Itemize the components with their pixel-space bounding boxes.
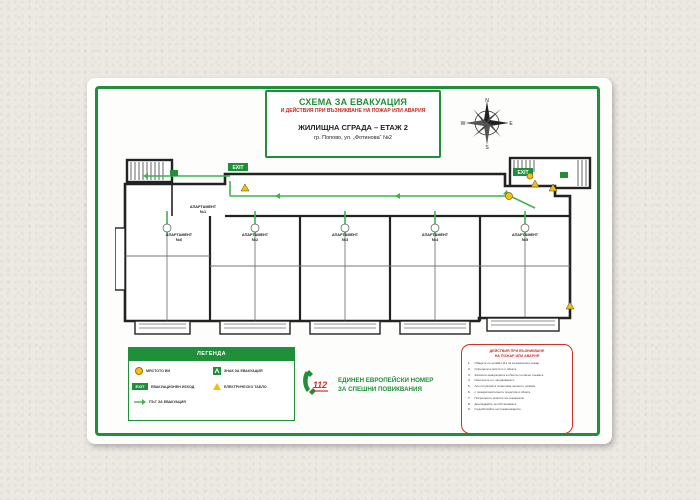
actions-title-line-2: НА ПОЖАР ИЛИ АВАРИЯ [494, 353, 540, 358]
apartment-label: АПАРТАМЕНТ [332, 233, 359, 237]
emergency-number-block: 112 ЕДИНЕН ЕВРОПЕЙСКИ НОМЕР ЗА СПЕШНИ ПО… [300, 368, 440, 402]
warning-icon [548, 183, 558, 192]
phone-112-icon: 112 [303, 370, 328, 395]
green-arrow-icon [134, 399, 146, 405]
legend-item: ПЪТ ЗА ЕВАКУАЦИЯ [134, 399, 186, 405]
you-are-here-icon [135, 367, 143, 375]
legend-item: EXIT ЕВАКУАЦИОНЕН ИЗХОД [132, 383, 194, 390]
list-item: 9.Съдействайте на пожарникарите. [468, 407, 522, 412]
building-address: гр. Попово, ул. „Фотинова“ №2 [314, 135, 392, 141]
svg-text:EXIT: EXIT [232, 165, 243, 171]
apartment-label: АПАРТАМЕНТ [422, 233, 449, 237]
balcony [399, 320, 471, 335]
legend-text: МЯСТОТО ВИ [146, 369, 171, 373]
warning-icon [530, 179, 540, 188]
legend-text: ЕВАКУАЦИОНЕН ИЗХОД [151, 384, 195, 389]
warning-triangle-icon [213, 383, 221, 390]
apartment-number: №2 [252, 238, 258, 242]
warning-icon [240, 183, 250, 192]
actions-title-line-1: ДЕЙСТВИЯ ПРИ ВЪЗНИКВАНЕ [489, 349, 545, 353]
sign-subtitle: И ДЕЙСТВИЯ ПРИ ВЪЗНИКВАНЕ НА ПОЖАР ИЛИ А… [280, 108, 426, 114]
apartment-label: АПАРТАМЕНТ [166, 233, 193, 237]
apartment-number: №4 [432, 238, 439, 242]
emergency-line-2: ЗА СПЕШНИ ПОВИКВАНИЯ [338, 386, 422, 393]
legend-text: ПЪТ ЗА ЕВАКУАЦИЯ [149, 400, 186, 404]
compass-n: N [485, 98, 489, 104]
svg-text:EXIT: EXIT [517, 170, 528, 176]
compass-w: W [461, 121, 466, 127]
exit-sign-west: EXIT [228, 163, 248, 171]
list-item: 6.с пожарогасителните средства в обекта. [468, 389, 531, 394]
emergency-line-1: ЕДИНЕН ЕВРОПЕЙСКИ НОМЕР [338, 377, 434, 384]
list-item: 4.Изключете ел. захранването. [468, 378, 516, 383]
apartment-label: АПАРТАМЕНТ [512, 233, 539, 237]
staircase-west [125, 158, 174, 184]
balcony [219, 320, 291, 335]
exit-sign-icon: EXIT [132, 383, 148, 390]
legend-item: МЯСТОТО ВИ [135, 367, 170, 375]
compass-rose-icon: N E S W [461, 98, 514, 150]
emergency-number: 112 [313, 380, 327, 390]
apartment-number: №3 [342, 238, 348, 242]
actions-list: 1.Обадете се на ЕЕН 112 за възникналия п… [468, 361, 572, 413]
sign-title: СХЕМА ЗА ЕВАКУАЦИЯ [298, 97, 408, 107]
legend-box: ЛЕГЕНДА МЯСТОТО ВИ EXIT ЕВАКУАЦИОНЕН ИЗХ… [128, 347, 295, 421]
apartment-number: №1 [200, 210, 206, 214]
apartment-number: №6 [176, 238, 182, 242]
compass-s: S [485, 145, 489, 150]
you-are-here-icon [505, 192, 513, 200]
legend-item: ЗНАК ЗА ЕВАКУАЦИЯ [213, 367, 263, 375]
evacuation-route-sign-icon [213, 367, 221, 375]
legend-text: ЕЛЕКТРИЧЕСКО ТАБЛО [224, 384, 267, 389]
floor-plan: EXIT EXIT АПАРТАМЕНТ №1 АПАРТАМЕНТ №2 АП… [115, 156, 592, 335]
legend-item: ЕЛЕКТРИЧЕСКО ТАБЛО [213, 383, 267, 390]
evacuation-sign-icon [170, 170, 178, 176]
title-box: СХЕМА ЗА ЕВАКУАЦИЯ И ДЕЙСТВИЯ ПРИ ВЪЗНИК… [265, 90, 441, 158]
balcony [134, 320, 191, 335]
list-item: 5.Ако ситуацията позволява загасете пожа… [468, 384, 536, 389]
balcony [115, 227, 126, 291]
balcony [309, 320, 381, 335]
list-item: 7.Посрещнете екипите на пожарната. [468, 395, 525, 400]
legend-title: ЛЕГЕНДА [129, 348, 294, 361]
legend-text: ЗНАК ЗА ЕВАКУАЦИЯ [224, 369, 263, 373]
list-item: 1.Обадете се на ЕЕН 112 за възникналия п… [468, 361, 541, 365]
list-item: 8.Докладвайте за обстановката. [468, 401, 517, 406]
building-floor: ЖИЛИЩНА СГРАДА – ЕТАЖ 2 [298, 123, 408, 132]
sign-green-frame [95, 86, 600, 436]
fire-actions-box: ДЕЙСТВИЯ ПРИ ВЪЗНИКВАНЕ НА ПОЖАР ИЛИ АВА… [461, 344, 573, 434]
balcony [486, 317, 560, 332]
list-item: 3.Загасете евакуацията в обекта съгласно… [468, 372, 544, 377]
apartment-number: №5 [522, 238, 528, 242]
evacuation-sign-icon [560, 172, 568, 178]
compass-e: E [509, 121, 513, 127]
you-are-here-icon [526, 172, 534, 180]
warning-icon [565, 301, 575, 310]
apartment-label: АПАРТАМЕНТ [190, 205, 217, 209]
list-item: 2.Определете мястото и обекта. [468, 366, 517, 371]
actions-title: ДЕЙСТВИЯ ПРИ ВЪЗНИКВАНЕ НА ПОЖАР ИЛИ АВА… [462, 349, 572, 358]
apartment-label: АПАРТАМЕНТ [242, 233, 269, 237]
exit-sign-east: EXIT [513, 168, 533, 176]
